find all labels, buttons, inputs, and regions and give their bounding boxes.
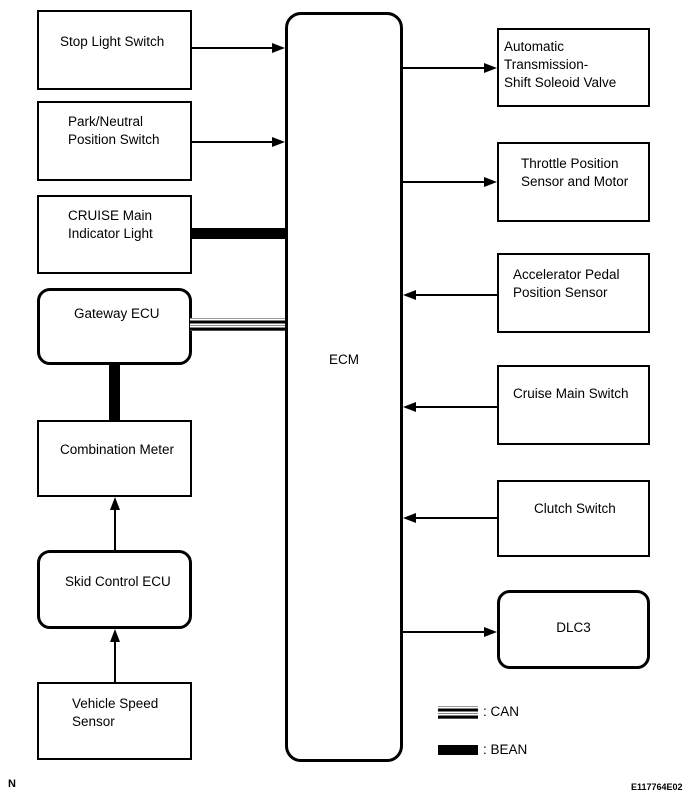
node-label: Automatic Transmission- Shift Soleoid Va… bbox=[504, 39, 617, 90]
node-label: CRUISE Main Indicator Light bbox=[68, 208, 153, 241]
node-label: Skid Control ECU bbox=[65, 574, 171, 589]
node-label: Stop Light Switch bbox=[60, 34, 165, 49]
node-skid-control-ecu: Skid Control ECU bbox=[37, 550, 192, 629]
node-accelerator-pedal-position-sensor: Accelerator Pedal Position Sensor bbox=[497, 253, 650, 333]
arrow-line bbox=[114, 507, 116, 550]
legend-can-label: : CAN bbox=[483, 704, 520, 719]
arrow-head bbox=[484, 62, 497, 73]
node-label: Throttle Position Sensor and Motor bbox=[521, 156, 629, 189]
node-dlc3: DLC3 bbox=[497, 590, 650, 669]
arrow-head bbox=[484, 626, 497, 637]
arrow-line bbox=[192, 47, 274, 49]
node-label: Vehicle Speed Sensor bbox=[72, 696, 159, 729]
arrow-line bbox=[415, 517, 497, 519]
bean-line-gateway-ecu-to-combination-meter bbox=[109, 363, 120, 420]
node-park-neutral-position-switch: Park/Neutral Position Switch bbox=[37, 101, 192, 181]
node-at-shift-soleoid-valve: Automatic Transmission- Shift Soleoid Va… bbox=[497, 28, 650, 107]
node-label: ECM bbox=[329, 352, 359, 367]
node-ecm: ECM bbox=[285, 12, 403, 762]
node-label: Combination Meter bbox=[60, 442, 175, 457]
arrow-line bbox=[415, 406, 497, 408]
node-gateway-ecu: Gateway ECU bbox=[37, 288, 192, 365]
arrow-line bbox=[415, 294, 497, 296]
arrow-head bbox=[403, 289, 416, 300]
arrow-head bbox=[109, 629, 120, 642]
node-label: Gateway ECU bbox=[74, 306, 160, 321]
node-combination-meter: Combination Meter bbox=[37, 420, 192, 497]
arrow-line bbox=[403, 631, 485, 633]
node-label: Clutch Switch bbox=[534, 501, 616, 516]
node-label: DLC3 bbox=[556, 620, 591, 635]
node-throttle-position-sensor-motor: Throttle Position Sensor and Motor bbox=[497, 142, 650, 222]
node-cruise-main-indicator-light: CRUISE Main Indicator Light bbox=[37, 195, 192, 274]
can-line-symbol bbox=[438, 706, 478, 719]
arrow-head bbox=[272, 136, 285, 147]
arrow-line bbox=[403, 181, 485, 183]
node-vehicle-speed-sensor: Vehicle Speed Sensor bbox=[37, 682, 192, 760]
can-line-gateway-ecu-to-ecm bbox=[190, 318, 285, 331]
arrow-head bbox=[403, 401, 416, 412]
node-label: Park/Neutral Position Switch bbox=[68, 114, 160, 147]
bean-line-cruise-indicator-to-ecm bbox=[192, 228, 285, 239]
node-clutch-switch: Clutch Switch bbox=[497, 480, 650, 557]
node-stop-light-switch: Stop Light Switch bbox=[37, 10, 192, 90]
legend-bean-label: : BEAN bbox=[483, 742, 528, 757]
footnote-n: N bbox=[8, 778, 16, 790]
arrow-line bbox=[192, 141, 274, 143]
node-label: Cruise Main Switch bbox=[513, 386, 629, 401]
node-cruise-main-switch: Cruise Main Switch bbox=[497, 365, 650, 445]
arrow-head bbox=[403, 512, 416, 523]
node-label: Accelerator Pedal Position Sensor bbox=[513, 267, 620, 300]
arrow-head bbox=[484, 176, 497, 187]
arrow-head bbox=[109, 497, 120, 510]
arrow-head bbox=[272, 42, 285, 53]
bean-line-symbol bbox=[438, 745, 478, 755]
figure-code: E117764E02 bbox=[631, 782, 683, 792]
arrow-line bbox=[114, 639, 116, 682]
arrow-line bbox=[403, 67, 485, 69]
